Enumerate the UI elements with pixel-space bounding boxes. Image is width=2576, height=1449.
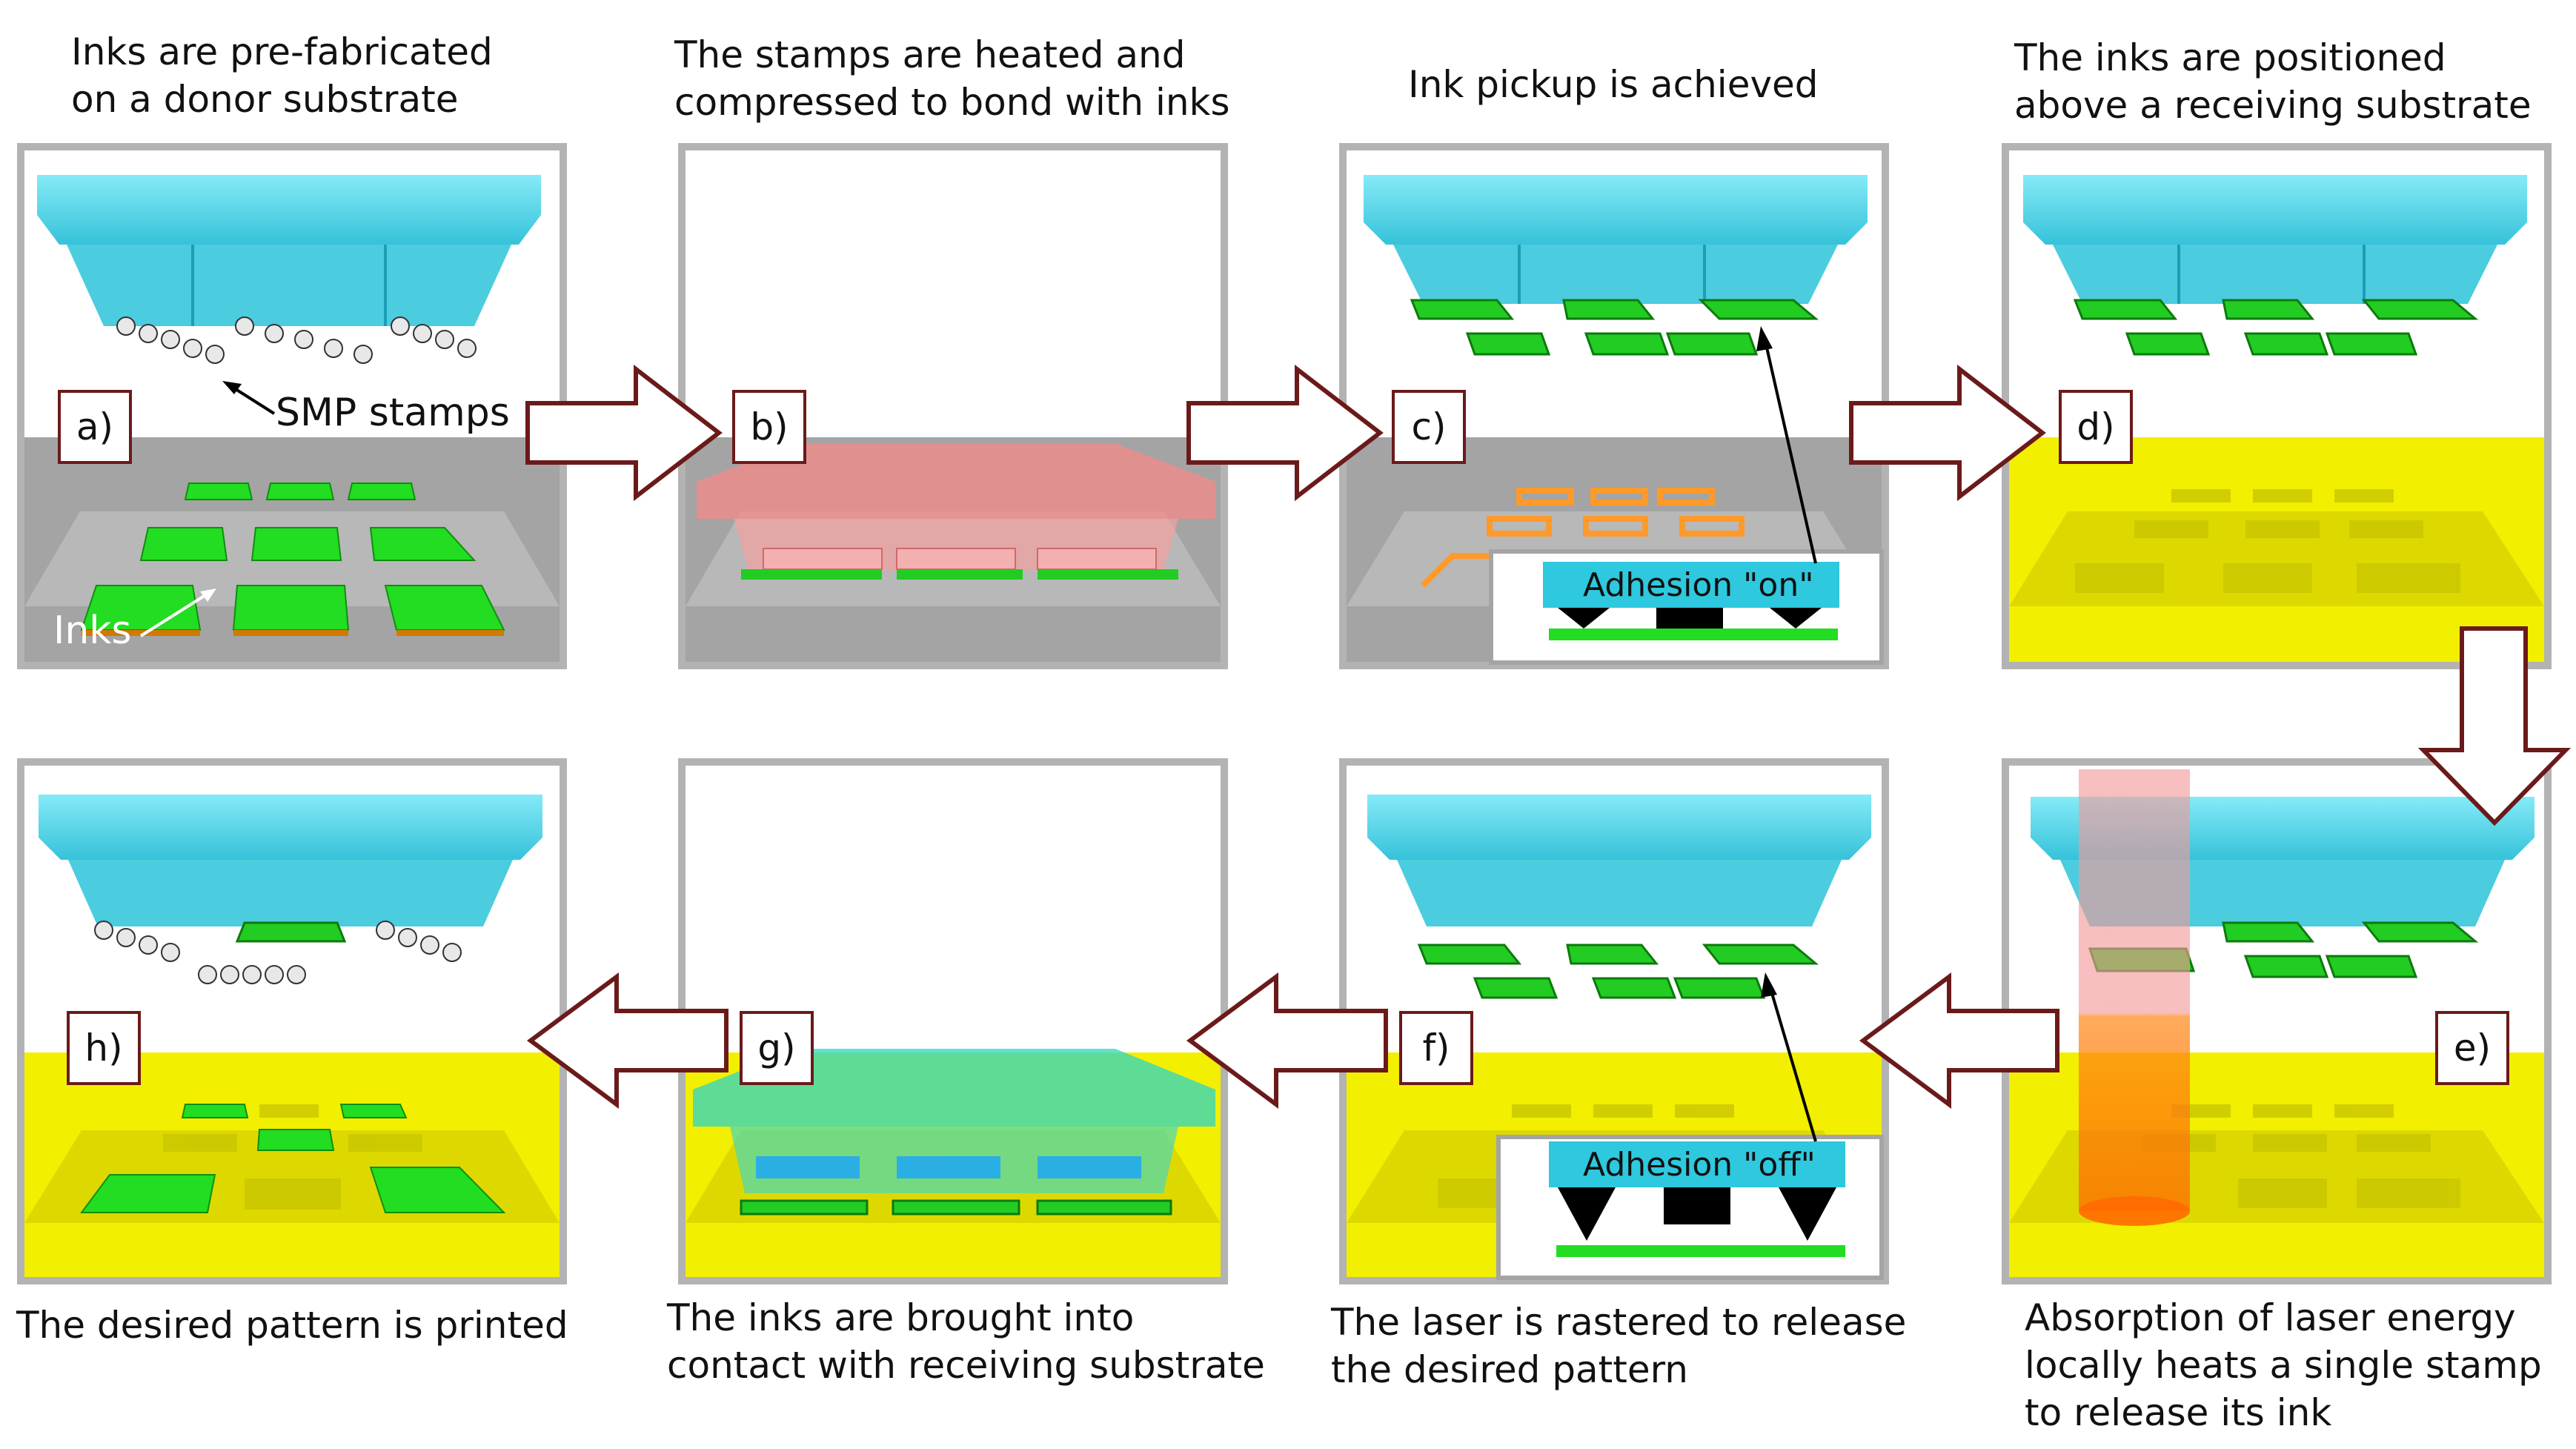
panel-a-label: a) (58, 390, 132, 464)
caption-d-line-1: The inks are positioned (2014, 36, 2446, 79)
caption-e: Absorption of laser energy locally heats… (2025, 1294, 2542, 1436)
laser-beam (2079, 769, 2190, 1211)
panel-f-label: f) (1399, 1011, 1473, 1085)
caption-f: The laser is rastered to release the des… (1331, 1299, 1906, 1393)
caption-b-line-1: The stamps are heated and (674, 33, 1186, 76)
caption-g-line-1: The inks are brought into (667, 1296, 1135, 1339)
caption-f-line-2: the desired pattern (1331, 1348, 1688, 1391)
smp-stamps-label: SMP stamps (276, 391, 510, 435)
caption-a: Inks are pre-fabricated on a donor subst… (71, 28, 493, 123)
panel-d (2002, 143, 2552, 669)
inks-label: Inks (53, 609, 132, 653)
panel-h-label: h) (67, 1011, 141, 1085)
caption-d-line-2: above a receiving substrate (2014, 84, 2532, 127)
flow-arrow-d-to-e (2417, 626, 2572, 826)
caption-h: The desired pattern is printed (16, 1302, 568, 1349)
caption-d: The inks are positioned above a receivin… (2014, 34, 2532, 129)
caption-h-line-1: The desired pattern is printed (16, 1304, 568, 1347)
flow-arrow-a-to-b (525, 364, 723, 502)
flow-arrow-e-to-f (1859, 972, 2059, 1109)
caption-e-line-1: Absorption of laser energy (2025, 1296, 2516, 1339)
flow-arrow-f-to-g (1186, 972, 1388, 1109)
panel-g-label: g) (740, 1011, 814, 1085)
panel-c: Adhesion "on" (1339, 143, 1889, 669)
panel-h (17, 758, 567, 1284)
adhesion-off-label: Adhesion "off" (1583, 1146, 1816, 1184)
flow-arrow-b-to-c (1186, 364, 1384, 502)
panel-e (2002, 758, 2552, 1284)
panel-e-label: e) (2435, 1011, 2509, 1085)
caption-e-line-3: to release its ink (2025, 1391, 2332, 1434)
caption-e-line-2: locally heats a single stamp (2025, 1344, 2542, 1387)
panel-b-label: b) (732, 390, 806, 464)
flow-arrow-g-to-h (526, 972, 728, 1109)
panel-c-label: c) (1392, 390, 1466, 464)
caption-c: Ink pickup is achieved (1408, 61, 1819, 108)
caption-a-line-1: Inks are pre-fabricated (71, 30, 493, 73)
adhesion-on-label: Adhesion "on" (1583, 566, 1813, 604)
caption-b-line-2: compressed to bond with inks (674, 81, 1230, 124)
panel-d-label: d) (2059, 390, 2133, 464)
ink-squares (80, 483, 505, 636)
panel-a: SMP stamps Inks (17, 143, 567, 669)
panel-g (678, 758, 1228, 1284)
panel-f: Adhesion "off" (1339, 758, 1889, 1284)
caption-g: The inks are brought into contact with r… (667, 1294, 1265, 1389)
caption-g-line-2: contact with receiving substrate (667, 1344, 1265, 1387)
caption-f-line-1: The laser is rastered to release (1331, 1301, 1907, 1344)
caption-c-line-1: Ink pickup is achieved (1408, 63, 1819, 106)
caption-b: The stamps are heated and compressed to … (674, 31, 1230, 126)
flow-arrow-c-to-d (1849, 364, 2046, 502)
caption-a-line-2: on a donor substrate (71, 78, 459, 121)
